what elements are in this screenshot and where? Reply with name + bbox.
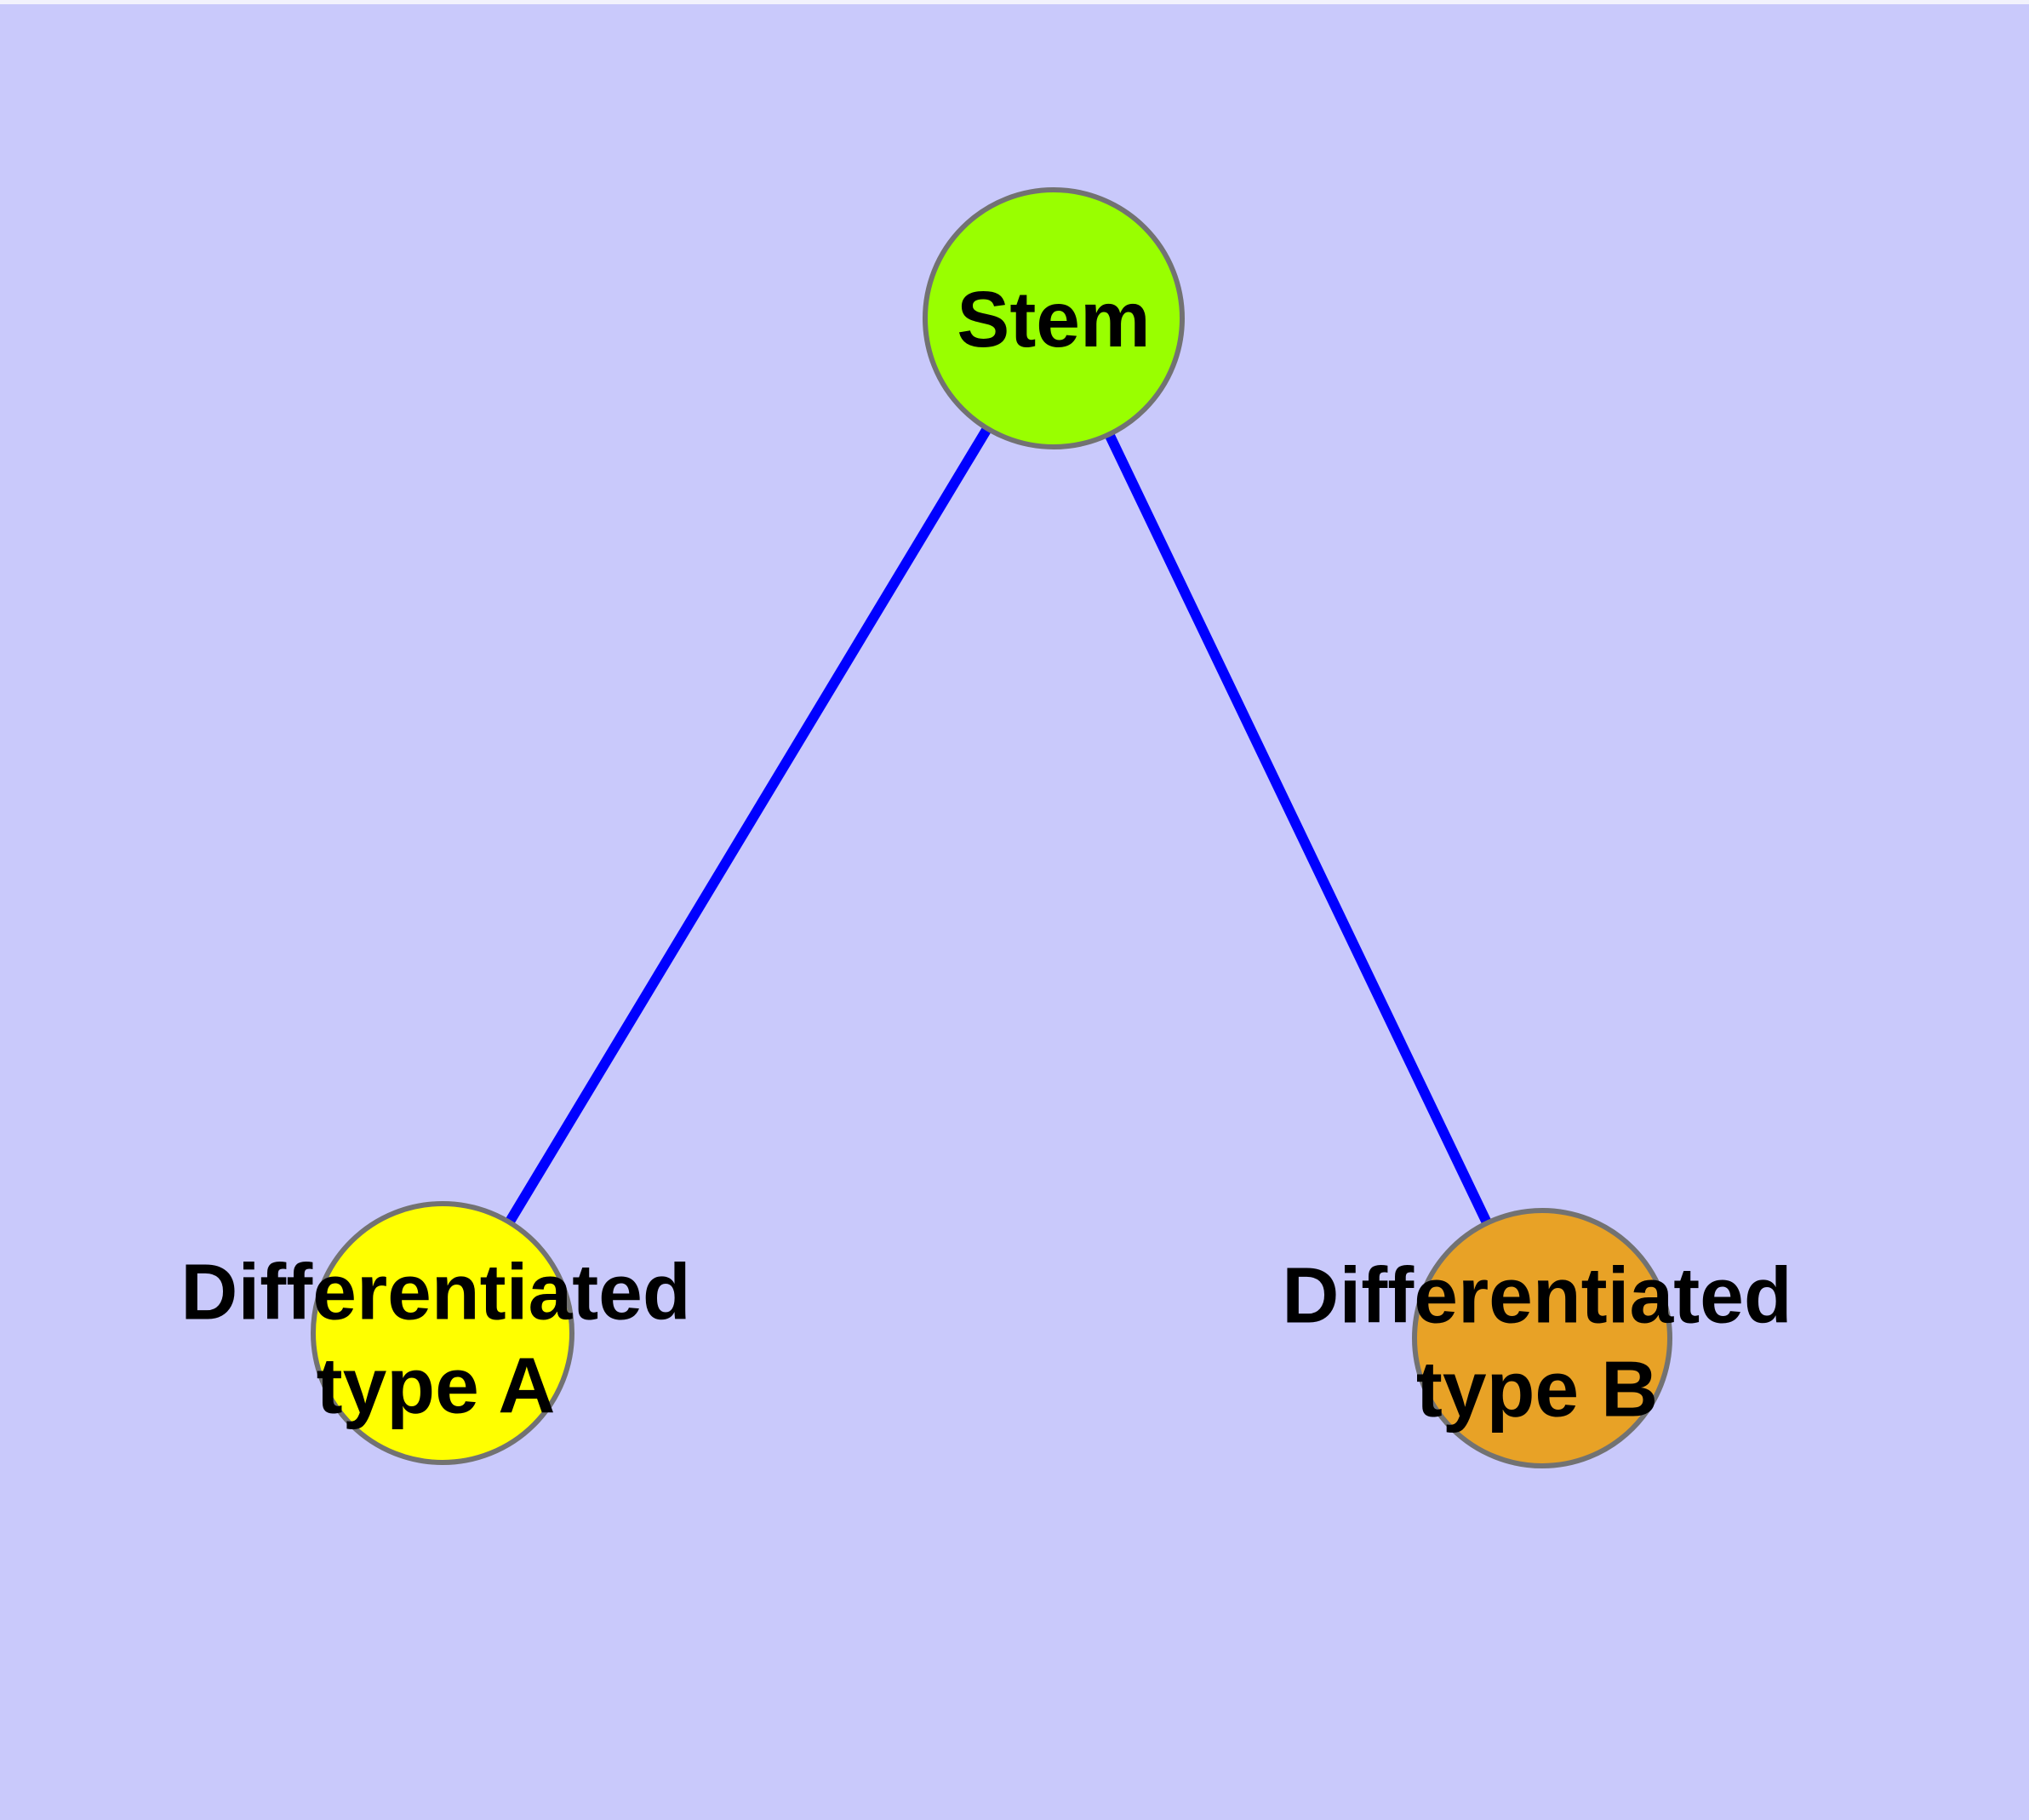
type-a-label-line1: Differentiated	[180, 1247, 691, 1336]
window-top-edge	[0, 0, 2029, 4]
type-b-label-line2: type B	[1415, 1344, 1659, 1433]
type-a-node-label: Differentiated type A	[180, 1245, 690, 1432]
stem-label-text: Stem	[957, 275, 1151, 364]
stem-node-label: Stem	[957, 273, 1150, 367]
type-a-label-line2: type A	[316, 1341, 556, 1429]
edge-stem-to-type-a	[437, 315, 1059, 1336]
type-a-node-circle	[311, 1201, 574, 1465]
stem-node-circle	[923, 187, 1185, 449]
type-b-node-circle	[1412, 1208, 1672, 1468]
type-b-label-line1: Differentiated	[1282, 1251, 1792, 1340]
type-b-node-label: Differentiated type B	[1282, 1249, 1792, 1435]
edge-stem-to-type-b	[1049, 316, 1547, 1341]
